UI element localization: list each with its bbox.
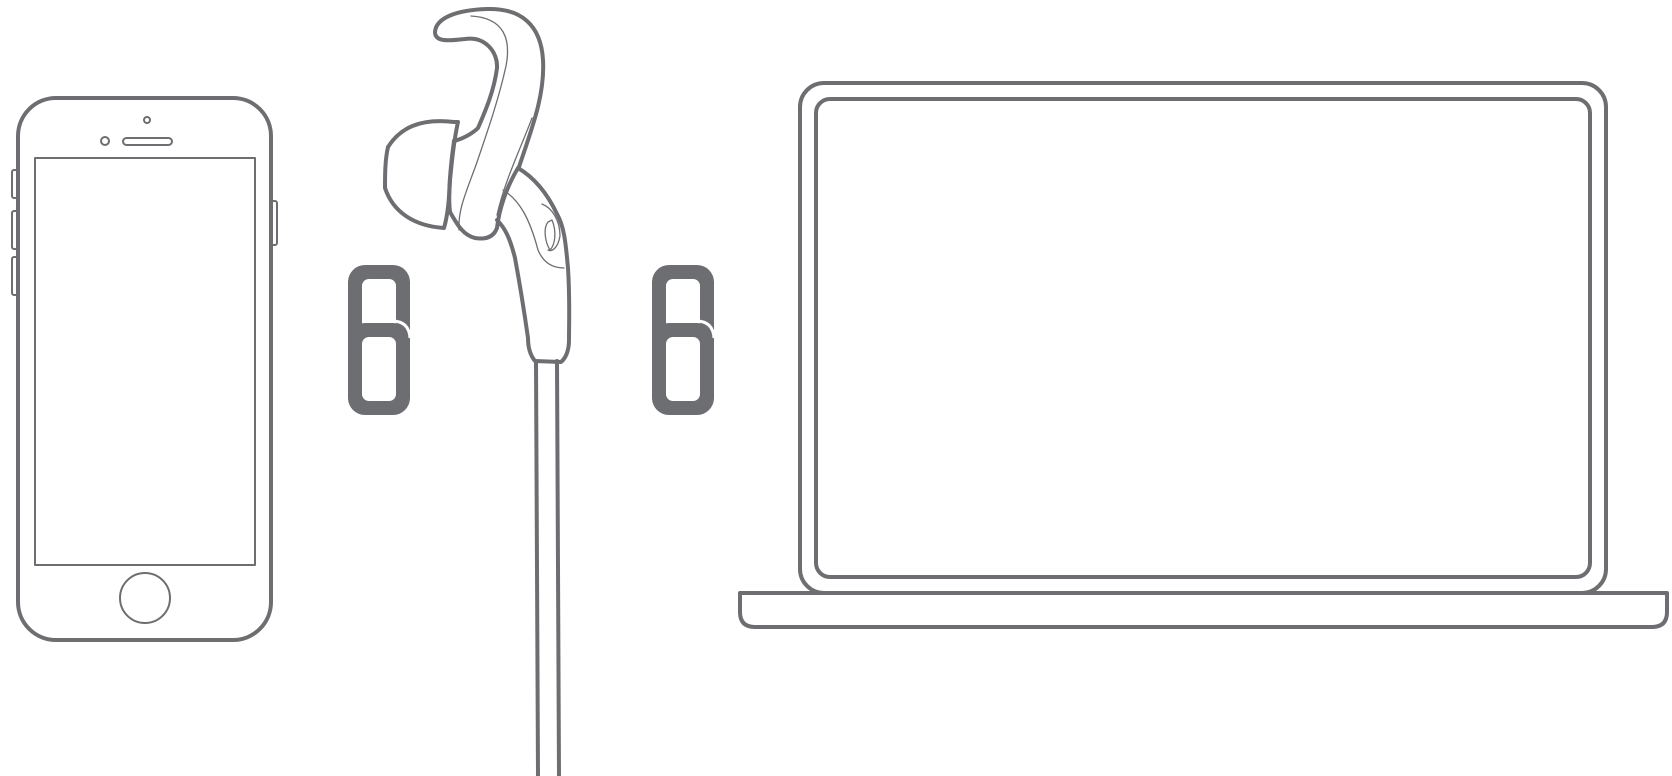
phone-sensor-dot — [144, 117, 150, 123]
laptop-icon — [740, 83, 1667, 627]
earphone-ear-tip — [385, 121, 458, 228]
link-icon — [348, 265, 410, 415]
link-icon — [652, 265, 714, 415]
laptop-base — [740, 593, 1667, 627]
earphone-cable — [536, 361, 559, 776]
phone-screen — [35, 158, 255, 565]
earphone-button — [545, 220, 555, 250]
phone-speaker — [123, 138, 172, 145]
laptop-screen — [816, 99, 1590, 577]
phone-body — [18, 98, 271, 640]
earphone-hook-inner — [459, 16, 508, 230]
laptop-lid — [800, 83, 1606, 593]
wireless-earphone-icon — [385, 9, 569, 776]
earphone-hook — [435, 9, 543, 167]
phone-home-button — [120, 573, 170, 623]
smartphone-icon — [12, 98, 277, 640]
phone-camera — [101, 137, 109, 145]
